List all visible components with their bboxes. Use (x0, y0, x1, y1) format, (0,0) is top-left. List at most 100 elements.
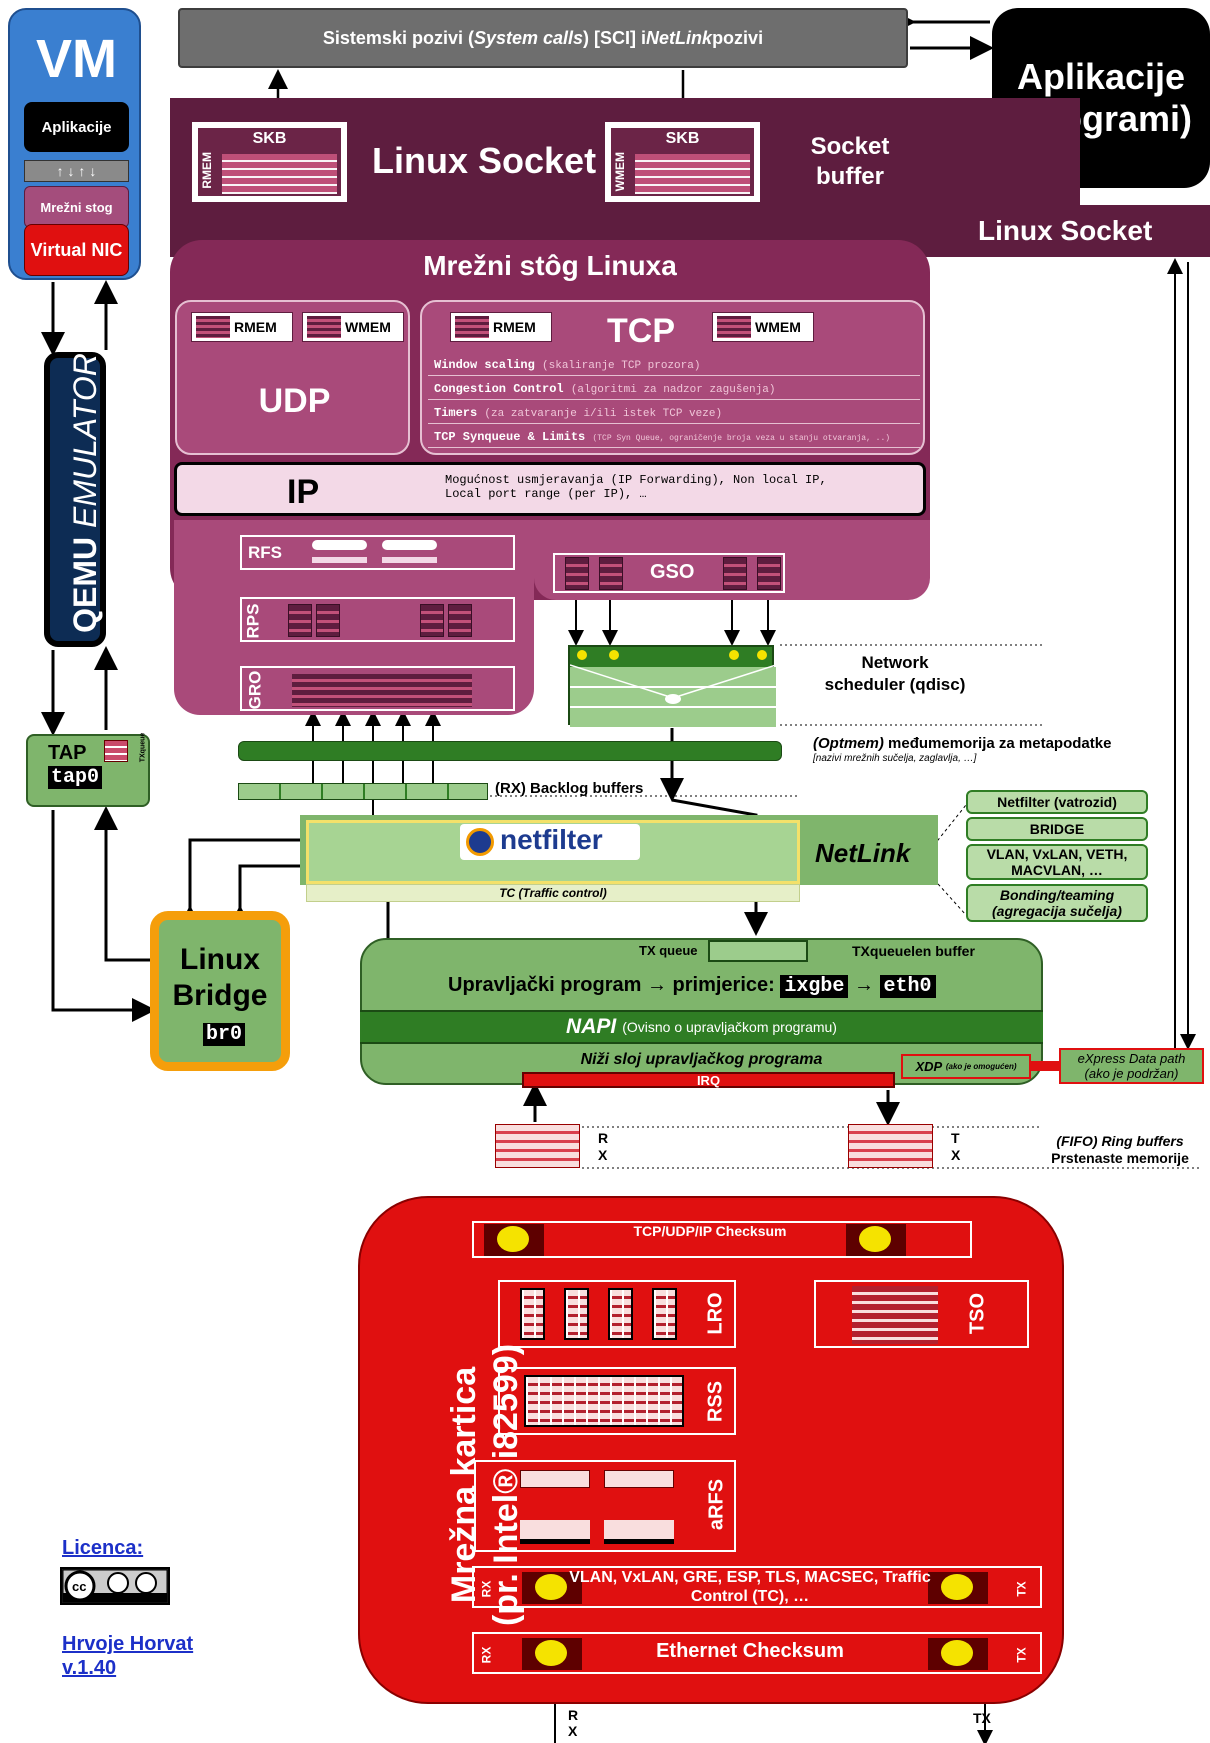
nic-tx-port: TX (973, 1710, 991, 1726)
skb-buffer-grid (222, 154, 337, 194)
vm-panel: VM Aplikacije ↑ ↓ ↑ ↓ Mrežni stog Virtua… (8, 8, 141, 280)
checksum-engine-icon (846, 1224, 906, 1256)
tcp-title: TCP (607, 312, 675, 350)
qemu-label-strong: QEMU (66, 536, 103, 633)
rps-queue (420, 604, 444, 637)
checksum-label: TCP/UDP/IP Checksum (633, 1223, 787, 1239)
arfs-entry (520, 1520, 590, 1544)
tcp-feature-key: Window scaling (434, 358, 535, 372)
tap-device: TAP tap0 TXqueue (26, 732, 150, 807)
netfilter-logo-text: netfilter (500, 824, 603, 855)
tcp-block: RMEM TCP WMEM Window scaling (skaliranje… (420, 300, 925, 455)
napi-bar: NAPI (Ovisno o upravljačkom programu) (360, 1010, 1043, 1044)
linux-socket-band-label: Linux Socket (978, 215, 1153, 246)
author-version: v.1.40 (62, 1657, 117, 1679)
qdisc-scheduler (568, 645, 777, 727)
rfs-table (312, 540, 367, 550)
author-link[interactable]: Hrvoje Horvat v.1.40 (62, 1632, 193, 1680)
license-label: Licenca (62, 1537, 137, 1559)
tcp-rmem: RMEM (450, 312, 552, 342)
tcp-feature-row: Window scaling (skaliranje TCP prozora) (428, 354, 920, 376)
ethernet-checksum-block: RX TX (472, 1632, 1042, 1674)
rfs-entry (382, 557, 437, 563)
vm-title: VM (36, 29, 117, 89)
driver-arrow: → (853, 974, 874, 996)
tso-block (814, 1280, 1029, 1348)
tx-queue-label: TX queue (639, 943, 698, 958)
gso-queue (565, 557, 589, 590)
qdisc-graphic (569, 650, 777, 727)
svg-text:cc: cc (72, 1579, 86, 1594)
vm-network-stack: Mrežni stog (24, 186, 129, 228)
xdp-path-label: eXpress Data path (1077, 1051, 1186, 1066)
memory-icon (717, 316, 751, 338)
traffic-control-bar: TC (Traffic control) (306, 884, 800, 902)
xdp-box: XDP (ako je omogućen) (901, 1054, 1031, 1079)
linux-bridge: Linux Bridge br0 (150, 911, 290, 1071)
gso-block: GSO (553, 553, 785, 593)
tx-tag: TX (1014, 1581, 1029, 1597)
backlog-label: (RX) Backlog buffers (495, 780, 644, 797)
driver-name: ixgbe (780, 975, 849, 998)
ring-desc-line: Prstenaste memorije (1051, 1150, 1189, 1166)
driver-title-text: Upravljački program → primjerice: (448, 974, 775, 996)
tap-queue-icon (104, 740, 128, 762)
rx-port-letter: X (568, 1723, 578, 1739)
ring-desc-line: (FIFO) Ring buffers (1056, 1133, 1184, 1149)
gso-queue (599, 557, 623, 590)
rx-tag: RX (479, 1646, 494, 1664)
ip-layer: IP Mogućnost usmjeravanja (IP Forwarding… (174, 462, 926, 516)
tcp-feature-desc: (skaliranje TCP prozora) (542, 360, 701, 372)
optmem-label: (Optmem) međumemorija za metapodatke (813, 735, 1111, 752)
syscalls-text-2: System calls (473, 27, 584, 48)
tcp-feature-row: Congestion Control (algoritmi za nadzor … (428, 378, 920, 400)
gro-block: GRO (240, 666, 515, 711)
qemu-emulator: QEMU EMULATOR (44, 352, 106, 647)
txqueuelen-label: TXqueuelen buffer (852, 943, 975, 959)
syscalls-text-3: ) [SCI] i (583, 27, 647, 48)
ethernet-checksum-label: Ethernet Checksum (656, 1640, 844, 1662)
memory-icon (307, 316, 341, 338)
rx-ring-buffer (495, 1124, 580, 1168)
gso-queue (723, 557, 747, 590)
gro-label: GRO (245, 670, 265, 710)
vm-io-arrows: ↑ ↓ ↑ ↓ (24, 160, 129, 182)
napi-sublabel: (Ovisno o upravljačkom programu) (622, 1019, 837, 1035)
rss-block (498, 1367, 736, 1435)
gso-queue (757, 557, 781, 590)
ip-title: IP (287, 473, 320, 511)
tap-queue-label: TXqueue (139, 732, 147, 763)
rx-tag: RX (479, 1580, 494, 1598)
tcp-wmem: WMEM (712, 312, 814, 342)
checksum-engine-icon (484, 1224, 544, 1256)
gso-label: GSO (650, 561, 695, 583)
wmem-label: WMEM (613, 152, 627, 192)
rfs-block: RFS (240, 535, 515, 570)
skb-buffer-grid (635, 154, 750, 194)
tcp-feature-row: Timers (za zatvaranje i/ili istek TCP ve… (428, 402, 920, 424)
xdp-path-sublabel: (ako je podržan) (1084, 1066, 1179, 1081)
syscalls-text-4: NetLink (646, 27, 713, 48)
lro-queue (564, 1288, 589, 1340)
rfs-table (382, 540, 437, 550)
linux-socket-title: Linux Socket (372, 140, 597, 181)
rmem-text: RMEM (493, 319, 536, 335)
tcp-feature-key: Congestion Control (434, 382, 564, 396)
vm-apps-box: Aplikacije (24, 102, 129, 152)
optmem-buffer (238, 741, 782, 761)
gro-buffer (292, 674, 472, 707)
optmem-label-italic: (Optmem) (813, 735, 884, 752)
netfilter-logo-icon (466, 828, 494, 856)
ip-description: Mogućnost usmjeravanja (IP Forwarding), … (445, 473, 827, 501)
arfs-block (474, 1460, 736, 1552)
xdp-label: XDP (915, 1059, 943, 1074)
rps-label: RPS (243, 603, 263, 639)
syscalls-text-1: Sistemski pozivi ( (322, 27, 474, 48)
napi-label: NAPI (566, 1015, 617, 1038)
express-data-path-box: eXpress Data path(ako je podržan) (1059, 1048, 1204, 1084)
tcp-feature-key: Timers (434, 406, 478, 420)
license-link[interactable]: Licenca: (62, 1537, 144, 1559)
memory-icon (455, 316, 489, 338)
